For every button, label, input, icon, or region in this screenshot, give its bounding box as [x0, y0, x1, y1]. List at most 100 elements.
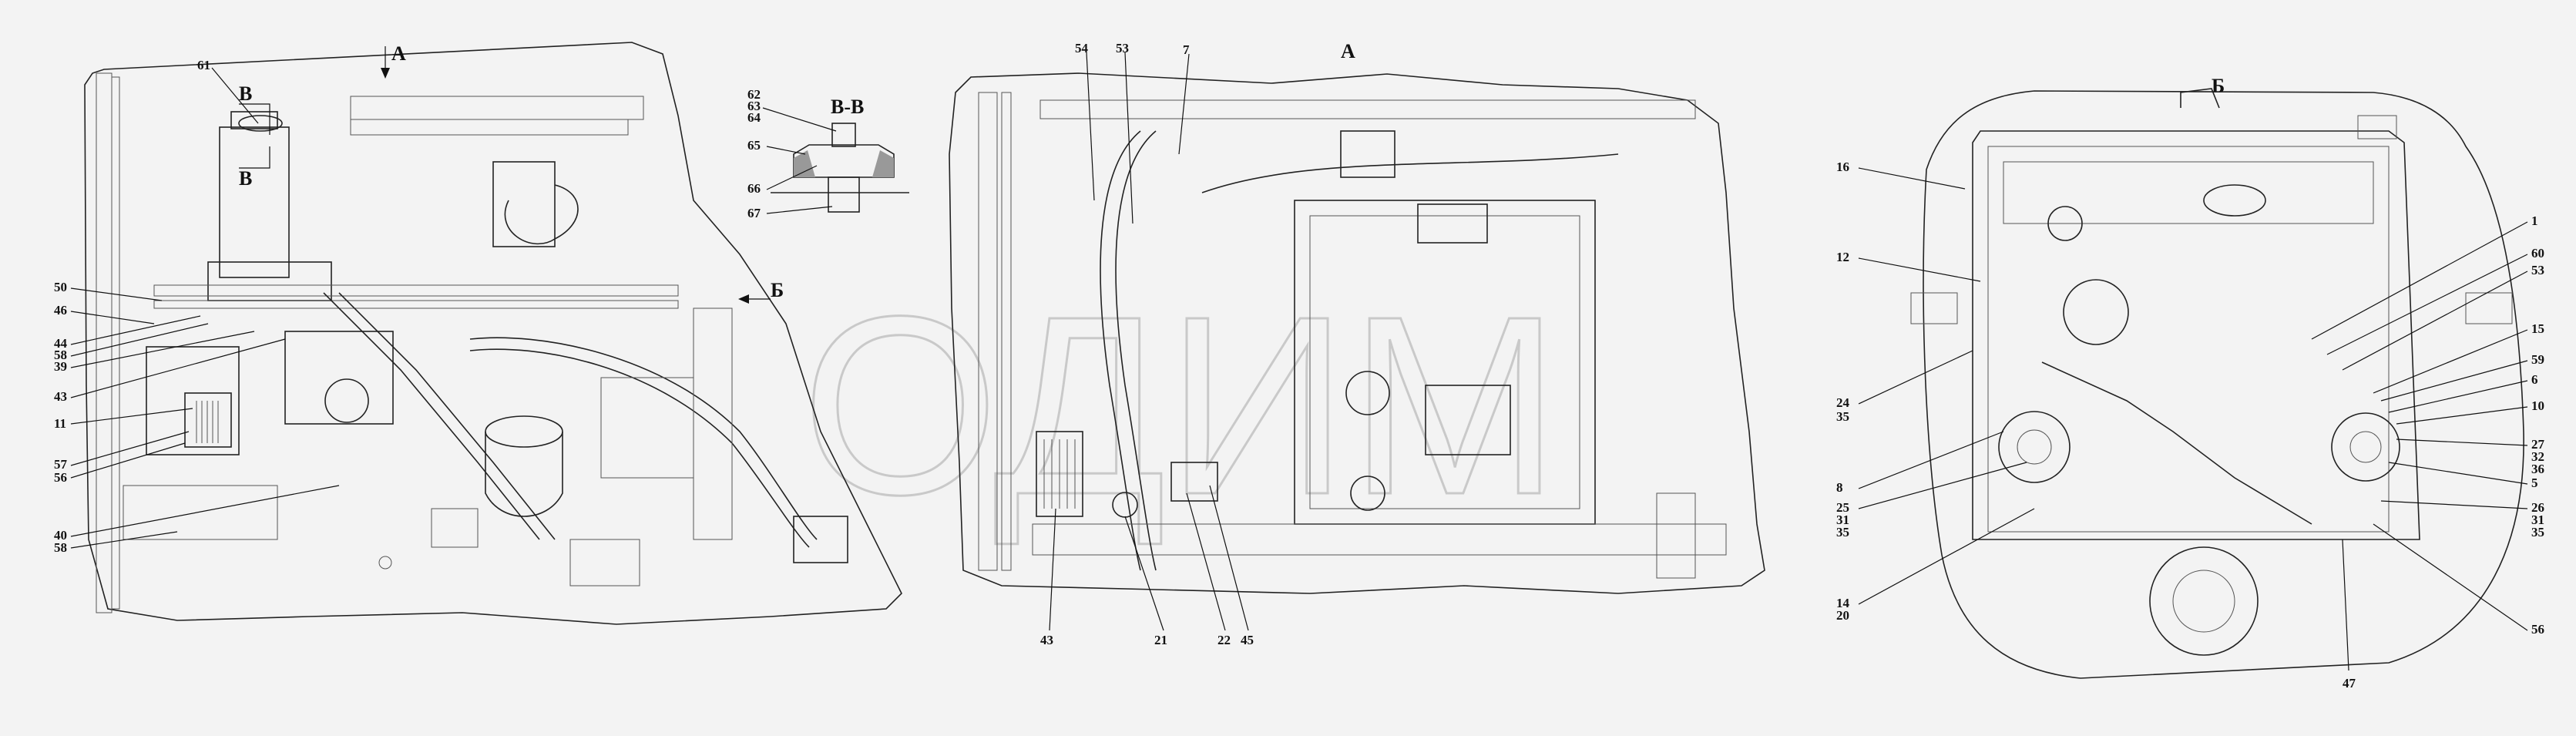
right-left-ledge [1910, 292, 1958, 324]
callout-20: 20 [1836, 608, 1849, 623]
callout-40: 40 [54, 528, 67, 543]
long-hose-2 [469, 348, 810, 548]
section-mark-bottom-label: В [239, 167, 252, 190]
center-right-bracket [1656, 492, 1696, 579]
callout-58b: 58 [54, 540, 67, 555]
center-bottom-rail [1032, 523, 1727, 556]
callout-21: 21 [1154, 633, 1167, 647]
lower-frame [123, 485, 278, 540]
center-starter-fins [1043, 439, 1076, 509]
view-b-marker: Б [771, 279, 784, 301]
callout-1: 1 [2531, 213, 2538, 228]
callout-64: 64 [747, 110, 761, 125]
tank-cap [238, 115, 283, 132]
center-top-rail [1039, 99, 1696, 119]
tank-cap-base [230, 111, 278, 129]
accumulator [600, 377, 694, 479]
side-bracket [693, 308, 733, 540]
center-view-outline [949, 72, 1765, 594]
section-neck [831, 123, 856, 147]
callout-63: 63 [747, 99, 761, 113]
diagonal-pipe [323, 292, 540, 540]
view-a-marker: А [391, 42, 406, 65]
section-mark-top [239, 103, 270, 135]
fuel-tank-box [219, 126, 290, 278]
view-b-arrowhead [738, 294, 749, 304]
section-tube [828, 176, 860, 213]
watermark: ОДИМ [801, 263, 1560, 547]
center-hose-2 [1115, 130, 1157, 571]
tank-plate [1417, 203, 1488, 244]
center-top-pipe [1201, 153, 1619, 193]
filter-top [485, 415, 563, 448]
center-round-cap-2 [1350, 476, 1385, 511]
center-box-mid [1425, 385, 1511, 455]
small-bracket [431, 508, 479, 548]
callout-31b: 31 [2531, 513, 2544, 527]
right-bottom-wheel [2149, 546, 2259, 656]
callout-36: 36 [2531, 462, 2544, 476]
bolt [378, 556, 392, 570]
callout-14: 14 [1836, 596, 1850, 610]
callout-50: 50 [54, 280, 67, 294]
center-left-rail-inner [1001, 92, 1012, 571]
callout-35a: 35 [1836, 409, 1849, 424]
callout-47: 47 [2343, 676, 2356, 691]
callout-56: 56 [54, 470, 67, 485]
callout-7: 7 [1183, 42, 1190, 57]
section-title: В-В [831, 96, 864, 118]
callout-5: 5 [2531, 476, 2538, 490]
callout-45: 45 [1241, 633, 1254, 647]
callout-43: 43 [54, 389, 67, 404]
callout-15: 15 [2531, 321, 2544, 336]
callout-61: 61 [197, 58, 210, 72]
callout-10: 10 [2531, 398, 2544, 413]
callout-39: 39 [54, 359, 67, 374]
diagonal-pipe-2 [338, 292, 556, 540]
section-view-b: В-В 62 63 64 65 66 67 [747, 87, 909, 220]
section-mark-bottom [239, 146, 270, 169]
center-left-rail [978, 92, 998, 571]
left-frame-rail-inner [111, 76, 120, 610]
right-view-b: Б 16 12 24 35 8 25 31 35 14 20 [1836, 75, 2545, 691]
right-right-ledge [2465, 292, 2513, 324]
callout-16: 16 [1836, 160, 1849, 174]
upper-crossbar [350, 96, 644, 120]
center-view-title: А [1341, 40, 1355, 62]
right-pulley-left [1998, 411, 2071, 483]
callout-12: 12 [1836, 250, 1849, 264]
right-top-tray [2003, 161, 2374, 224]
right-pulley-right-hub [2349, 431, 2382, 463]
callout-53-right: 53 [2531, 263, 2544, 277]
bracket-plate [146, 346, 240, 455]
right-diagonal-beam [2041, 361, 2312, 525]
right-small-round [2047, 206, 2083, 241]
turbo-housing [504, 184, 579, 245]
mount-bracket [207, 261, 332, 301]
callout-32: 32 [2531, 449, 2544, 464]
callout-46: 46 [54, 303, 67, 318]
right-pulley-left-hub [2017, 429, 2052, 465]
callout-35b: 35 [1836, 525, 1849, 539]
callout-53: 53 [1116, 41, 1129, 55]
starter-fins [196, 401, 219, 443]
callout-35c: 35 [2531, 525, 2544, 539]
center-view-a: А 54 53 7 43 21 22 45 [949, 40, 1765, 647]
right-top-block [2357, 115, 2397, 139]
engine-block-upper [492, 161, 556, 247]
right-big-round [2063, 279, 2129, 345]
callout-31a: 31 [1836, 513, 1849, 527]
center-valve [1170, 462, 1218, 502]
callout-57: 57 [54, 457, 68, 472]
callout-25: 25 [1836, 500, 1849, 515]
callout-8: 8 [1836, 480, 1843, 495]
main-beam-2 [153, 300, 679, 309]
callout-26: 26 [2531, 500, 2544, 515]
right-view-outline [1923, 90, 2524, 679]
callout-24: 24 [1836, 395, 1850, 410]
view-a-arrowhead [381, 68, 390, 79]
callout-66: 66 [747, 181, 761, 196]
left-view-outline [84, 42, 902, 625]
